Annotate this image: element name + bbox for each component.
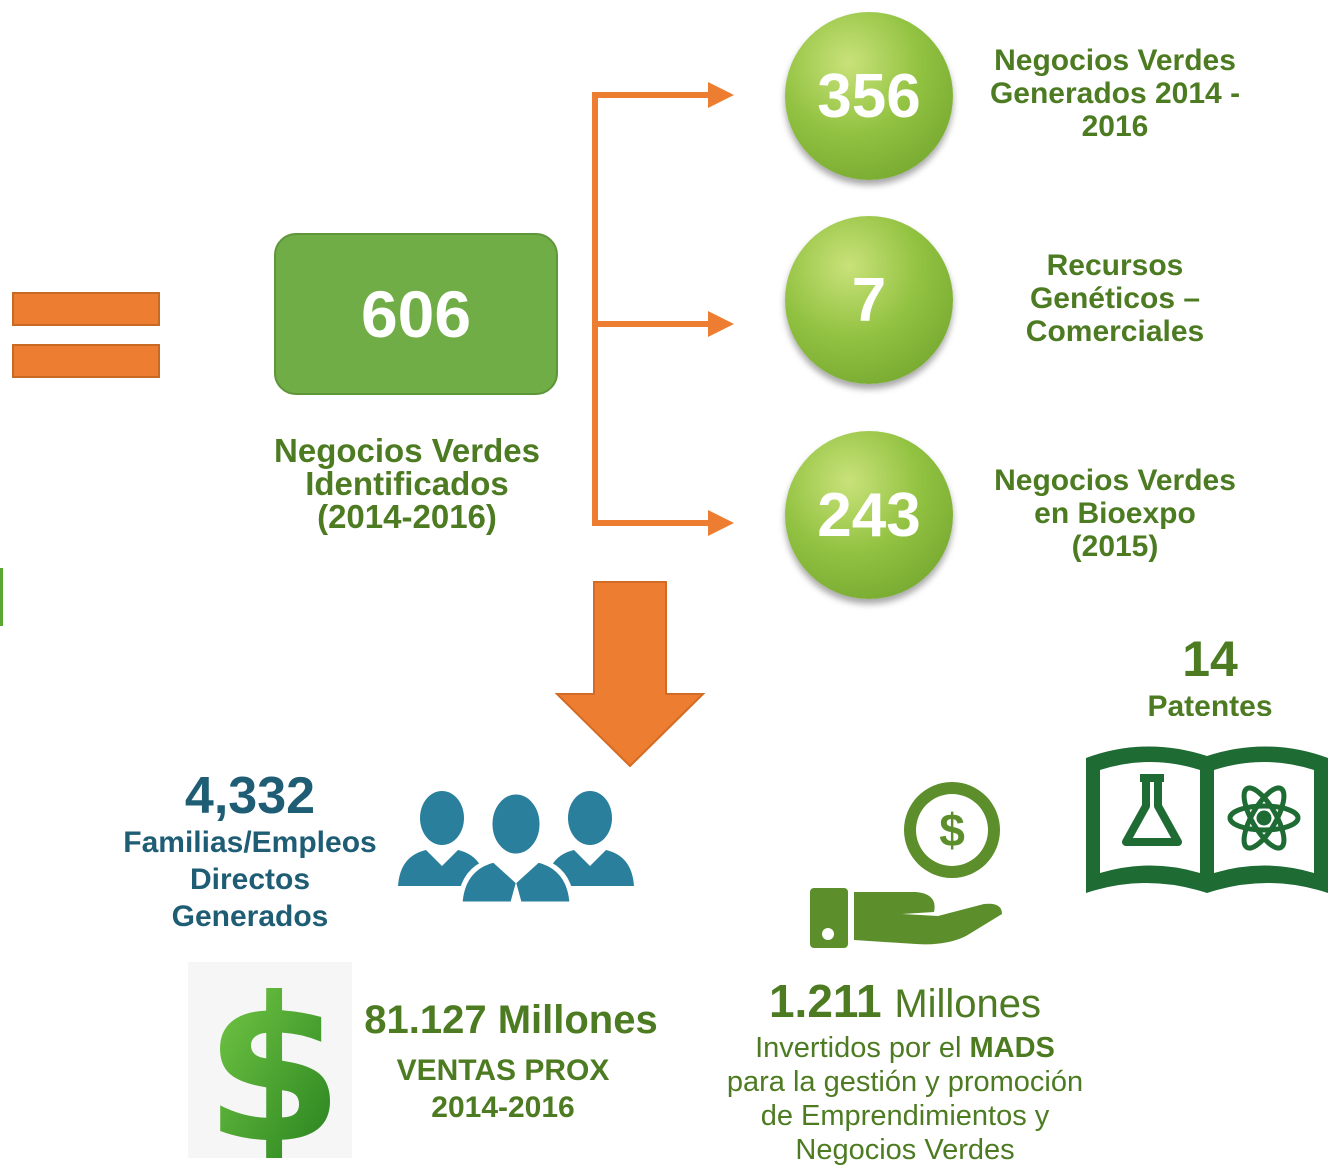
identified-label-line-2: Identificados xyxy=(305,465,509,502)
investment-line4: Negocios Verdes xyxy=(795,1134,1015,1166)
identified-label: Negocios Verdes Identificados (2014-2016… xyxy=(240,434,574,533)
families-count: 4,332 xyxy=(184,767,316,825)
genetic-label-line-3: Comerciales xyxy=(1025,315,1205,348)
identified-count-box: 606 xyxy=(274,233,558,395)
generated-label-line-3: 2016 xyxy=(1081,110,1149,143)
science-book-icon xyxy=(1086,746,1328,893)
genetic-resources-circle: 7 xyxy=(785,216,953,384)
generated-count-circle: 356 xyxy=(785,12,953,180)
branch-arrowhead-1 xyxy=(708,82,734,108)
left-edge-fragment xyxy=(0,568,3,626)
bioexpo-label-line-3: (2015) xyxy=(1071,530,1159,563)
bioexpo-label-line-2: en Bioexpo xyxy=(1034,497,1196,530)
investment-value: 1.211 xyxy=(768,975,882,1027)
patents-label: Patentes xyxy=(1147,692,1273,716)
investment-line1-bold: MADS xyxy=(969,1032,1055,1064)
dollar-sign-image: $ xyxy=(188,955,352,1167)
families-label-line-3: Generados xyxy=(171,900,329,933)
dollar-sign-icon: $ xyxy=(204,955,343,1167)
generated-count: 356 xyxy=(817,61,921,131)
people-icon xyxy=(398,789,634,906)
generated-label: Negocios Verdes Generados 2014 - 2016 xyxy=(970,44,1260,143)
identified-label-line-1: Negocios Verdes xyxy=(274,432,540,469)
genetic-label-line-2: Genéticos – xyxy=(1029,282,1201,315)
patents-count: 14 xyxy=(1182,631,1238,687)
branch-arrowhead-2 xyxy=(708,311,734,337)
investment-unit: Millones xyxy=(894,982,1042,1026)
investment-line3: de Emprendimientos y xyxy=(760,1100,1050,1132)
down-arrow-icon xyxy=(554,581,706,768)
generated-label-line-1: Negocios Verdes xyxy=(994,44,1236,77)
genetic-resources-count: 7 xyxy=(851,265,887,335)
svg-text:$: $ xyxy=(939,804,965,856)
bioexpo-label: Negocios Verdes en Bioexpo (2015) xyxy=(970,464,1260,563)
families-label-line-1: Familias/Empleos xyxy=(123,826,377,859)
bioexpo-circle: 243 xyxy=(785,431,953,599)
investment-block: 1.211 Millones Invertidos por el MADS pa… xyxy=(690,974,1120,1167)
identified-label-line-3: (2014-2016) xyxy=(317,498,497,535)
identified-count: 606 xyxy=(360,277,472,351)
sales-value: 81.127 Millones xyxy=(364,998,658,1042)
investment-line1-prefix: Invertidos por el xyxy=(755,1032,962,1064)
investment-line2: para la gestión y promoción xyxy=(726,1066,1084,1098)
branch-arrowhead-3 xyxy=(708,510,734,536)
sales-label-line-1: VENTAS PROX xyxy=(396,1054,610,1087)
sales-label: VENTAS PROX 2014-2016 xyxy=(350,1052,656,1126)
sales-label-line-2: 2014-2016 xyxy=(431,1091,575,1124)
generated-label-line-2: Generados 2014 - xyxy=(989,77,1241,110)
genetic-label-line-1: Recursos xyxy=(1046,249,1184,282)
bioexpo-label-line-1: Negocios Verdes xyxy=(994,464,1236,497)
bioexpo-count: 243 xyxy=(817,480,921,550)
families-label: Familias/Empleos Directos Generados xyxy=(100,824,400,935)
money-hand-icon: $ xyxy=(810,782,1002,948)
families-label-line-2: Directos xyxy=(189,863,311,896)
svg-text:$: $ xyxy=(204,962,343,1158)
genetic-resources-label: Recursos Genéticos – Comerciales xyxy=(970,249,1260,348)
